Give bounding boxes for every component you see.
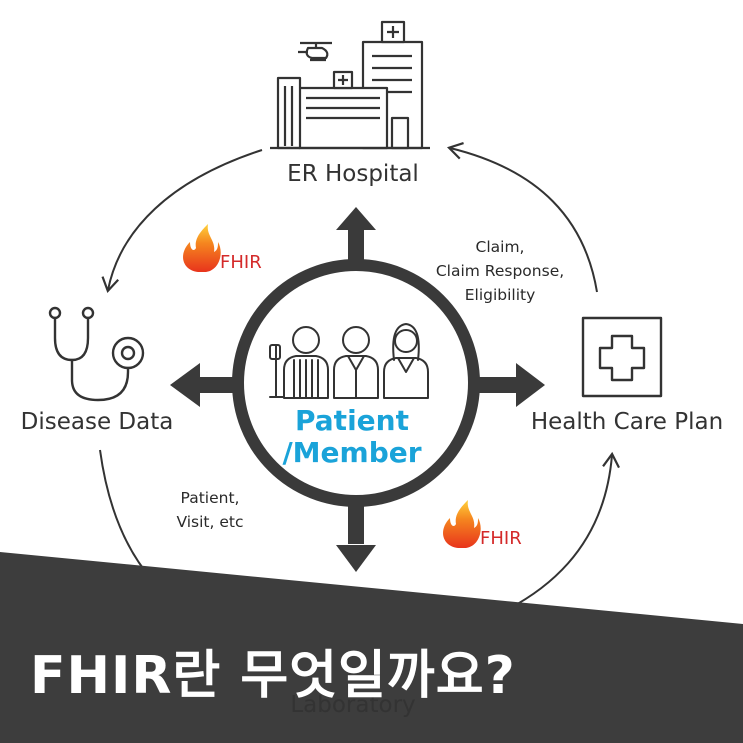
node-label-laboratory: Laboratory — [290, 692, 415, 718]
fhir-badge-top-left: FHIR — [183, 224, 262, 273]
arc-plan-to-hospital — [446, 142, 598, 293]
edge-label-patient-visit-line2: Visit, etc — [176, 513, 243, 531]
fhir-badge-bottom-right: FHIR — [443, 500, 522, 549]
edge-label-patient-visit-line1: Patient, — [181, 489, 240, 507]
center-label-line2: /Member — [282, 436, 421, 469]
title-banner — [0, 552, 743, 743]
patients-group-icon — [269, 323, 429, 399]
banner-title: FHIR란 무엇일까요? — [30, 646, 516, 706]
edge-label-claims: Claim, Claim Response, Eligibility — [436, 238, 564, 304]
hospital-building-icon — [270, 20, 430, 150]
node-label-er-hospital: ER Hospital — [287, 161, 419, 187]
edge-label-claims-line1: Claim, — [476, 238, 525, 256]
edge-label-claims-line2: Claim Response, — [436, 262, 564, 280]
medical-cross-plan-icon — [581, 316, 663, 398]
fhir-flame-icon — [183, 224, 221, 272]
fhir-flame-icon — [443, 500, 481, 548]
edge-label-patient-visit: Patient, Visit, etc — [176, 489, 243, 531]
node-label-disease-data: Disease Data — [21, 409, 174, 435]
fhir-badge-label: FHIR — [220, 252, 262, 273]
node-label-health-care-plan: Health Care Plan — [531, 409, 723, 435]
stethoscope-icon — [48, 306, 145, 402]
center-label-line1: Patient — [295, 404, 409, 437]
fhir-badge-label: FHIR — [480, 528, 522, 549]
arc-hospital-to-disease — [101, 149, 263, 294]
edge-label-claims-line3: Eligibility — [465, 286, 536, 304]
